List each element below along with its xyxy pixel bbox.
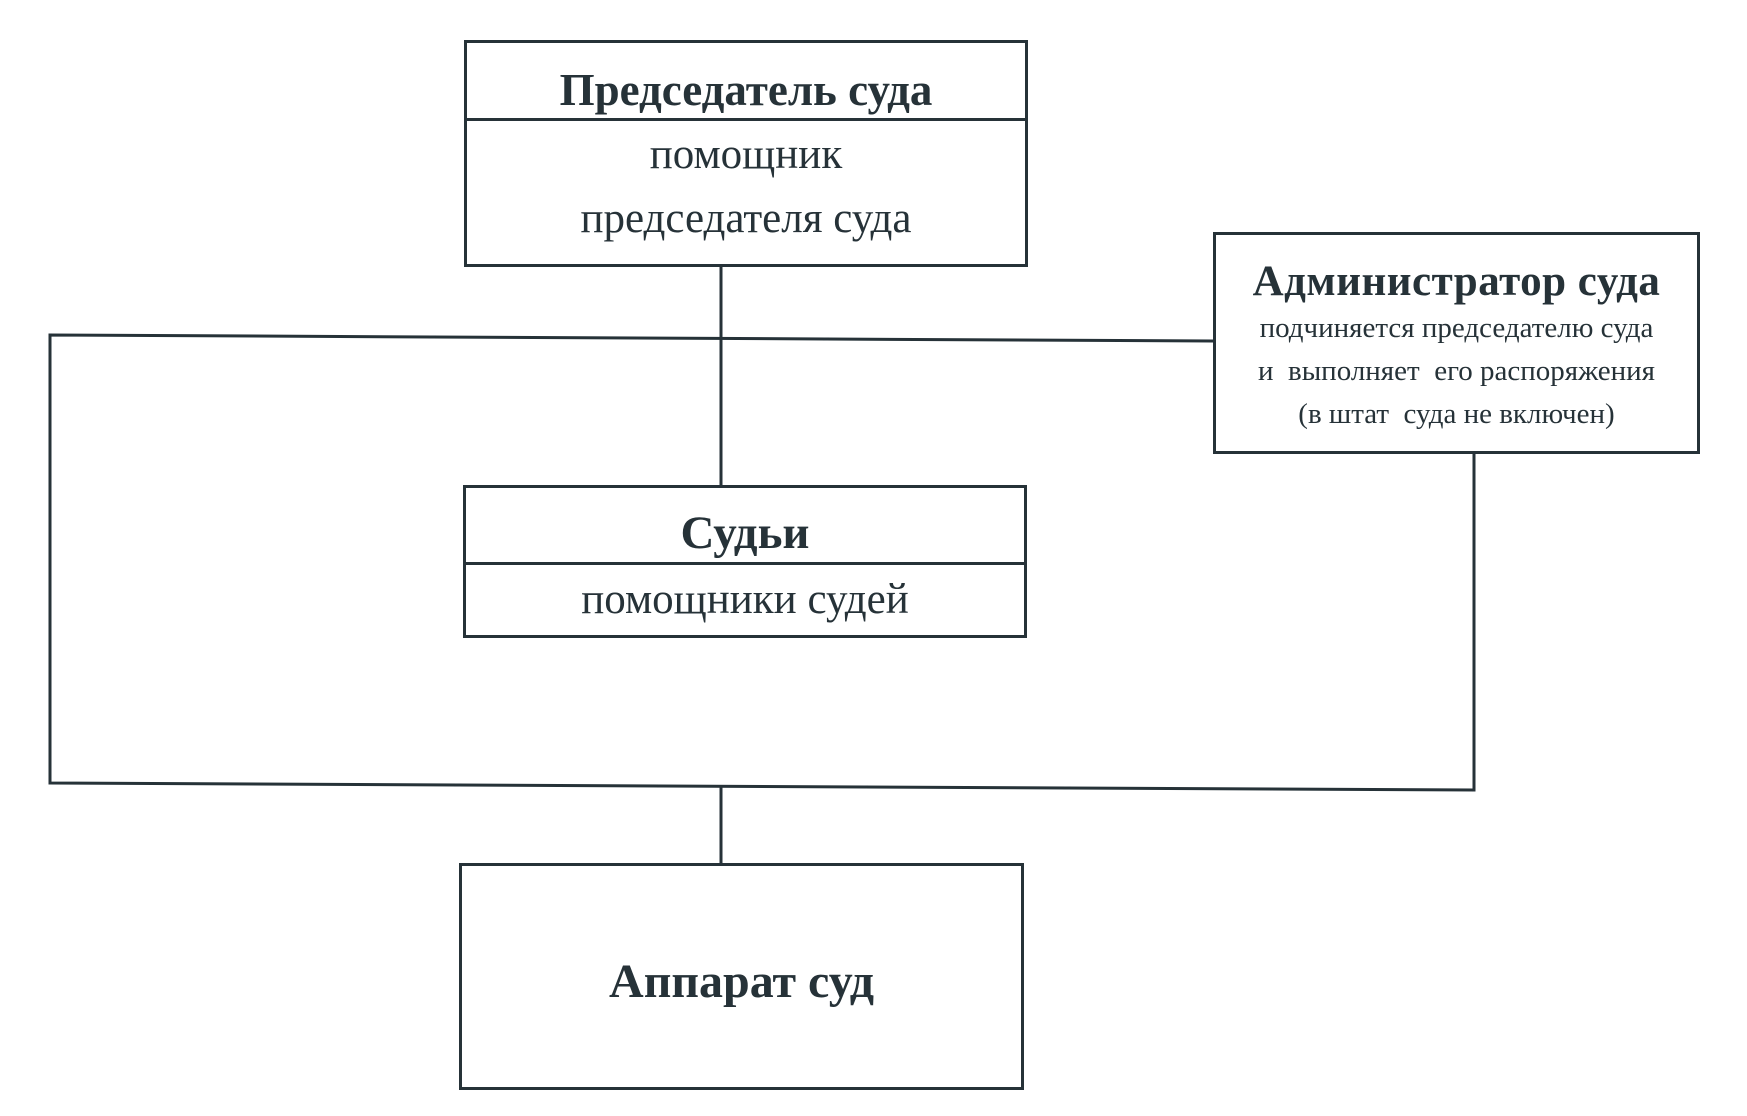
node-apparatus: Аппарат суд (459, 863, 1024, 1090)
node-administrator-note-line: (в штат суда не включен) (1298, 398, 1615, 430)
node-judges: Судьи помощники судей (463, 485, 1027, 638)
node-chairman-subtitle: помощник председателя суда (467, 121, 1025, 251)
edge-bracket-loop (48, 333, 1476, 792)
node-chairman-subtitle-line: председателя суда (580, 195, 912, 242)
node-administrator-note-line: подчиняется председателю суда (1259, 312, 1654, 344)
node-administrator-title: Администратор суда (1252, 258, 1661, 305)
node-judges-subtitle: помощники судей (581, 576, 909, 623)
node-administrator-note-line: и выполняет его распоряжения (1257, 355, 1655, 387)
node-chairman-title: Председатель суда (467, 43, 1025, 121)
node-administrator-note: подчиняется председателю суда и выполняе… (1216, 307, 1697, 436)
node-apparatus-title: Аппарат суд (609, 955, 874, 1008)
node-administrator: Администратор суда подчиняется председат… (1213, 232, 1700, 454)
node-chairman: Председатель суда помощник председателя … (464, 40, 1028, 267)
node-judges-title: Судьи (466, 488, 1024, 565)
node-chairman-subtitle-line: помощник (649, 131, 843, 178)
